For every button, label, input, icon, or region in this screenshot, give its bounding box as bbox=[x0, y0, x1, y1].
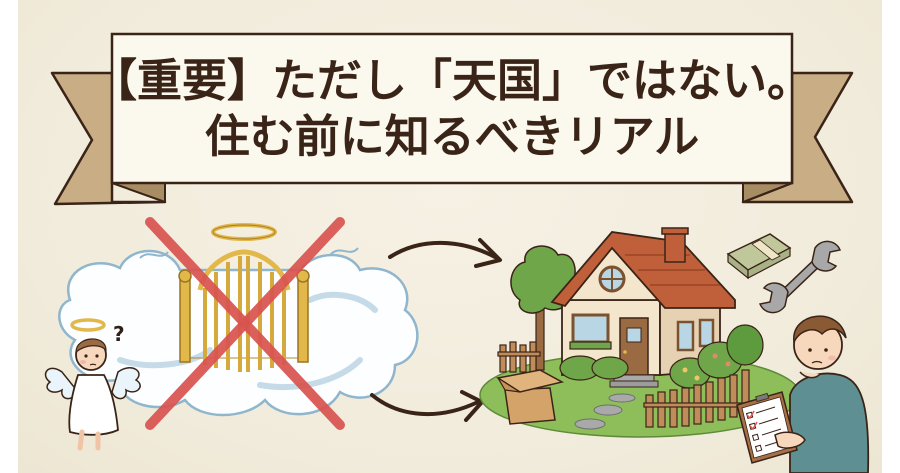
fence-front bbox=[643, 369, 753, 428]
cash-stack-icon bbox=[726, 233, 792, 280]
cardboard-box-icon bbox=[496, 369, 565, 425]
question-mark-icon: ? bbox=[113, 322, 125, 346]
halo-icon bbox=[211, 223, 277, 241]
banner-title-line-2: 住む前に知るべきリアル bbox=[204, 109, 700, 163]
arrow-upper-icon bbox=[388, 238, 502, 268]
stepping-stones bbox=[574, 393, 636, 430]
wrench-icon bbox=[758, 240, 842, 314]
red-x-mark-icon bbox=[145, 217, 345, 430]
banner-title: 【重要】ただし「天国」ではない。 住む前に知るべきリアル bbox=[92, 34, 812, 183]
banner-panel bbox=[110, 32, 794, 185]
house-icon bbox=[550, 227, 736, 388]
bushes-icon bbox=[559, 324, 764, 389]
illustration-canvas: 【重要】ただし「天国」ではない。 住む前に知るべきリアル ? bbox=[18, 0, 882, 473]
fence-left bbox=[497, 341, 541, 373]
banner-title-line-1: 【重要】ただし「天国」ではない。 bbox=[92, 53, 813, 107]
scene-illustration bbox=[44, 32, 870, 473]
confused-angel-icon bbox=[44, 318, 141, 451]
arrow-lower-icon bbox=[370, 390, 484, 422]
man-with-checklist-icon bbox=[736, 315, 870, 473]
